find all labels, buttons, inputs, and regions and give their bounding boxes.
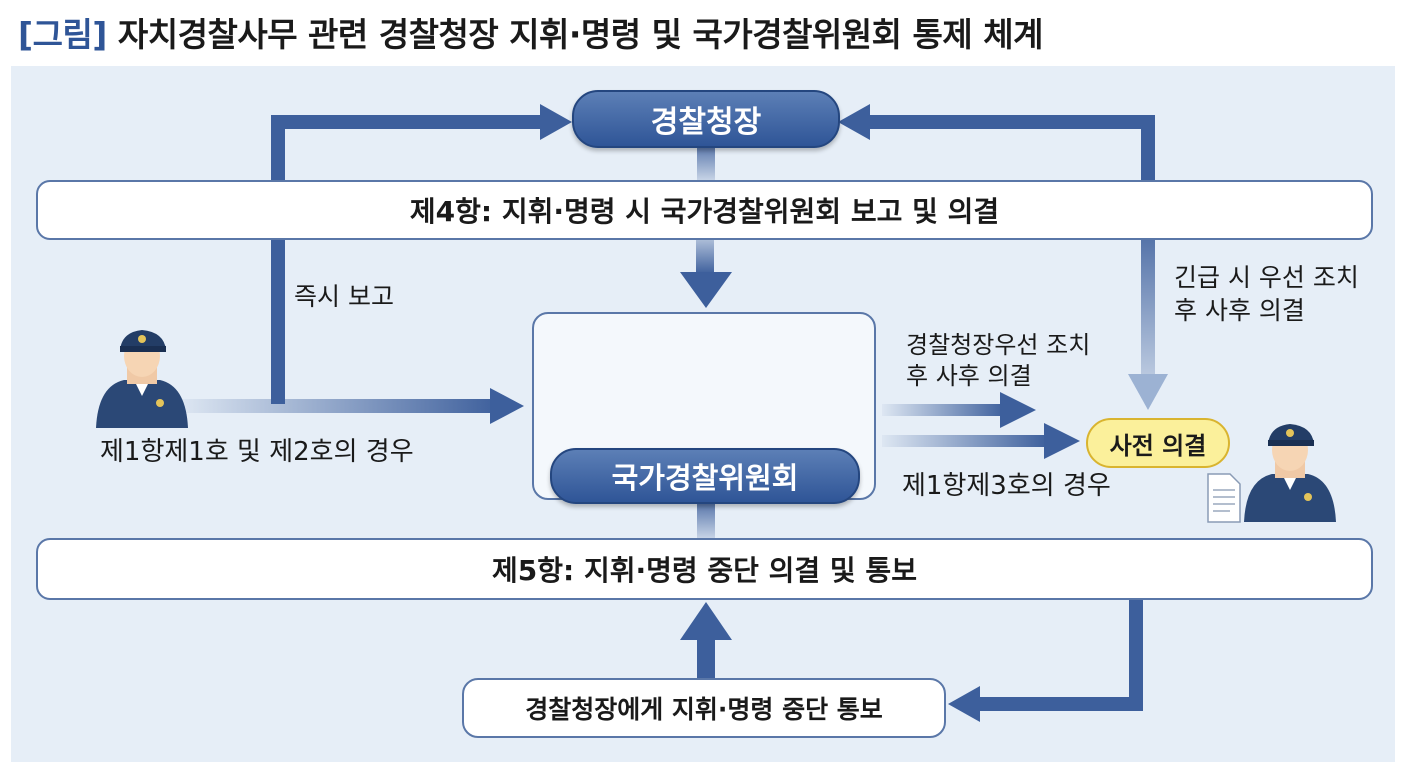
connector-commissioner-stub [697,142,715,182]
arrow-report-to-commissioner [271,104,572,404]
commissioner-first-line1: 경찰청장우선 조치 [906,331,1091,359]
arrow-emergency-to-prior-resolution [1128,240,1168,410]
arrow-council-to-prior-resolution-lower [882,423,1080,459]
figure-label: [그림] [18,15,107,54]
commissioner-node[interactable]: 경찰청장 [572,90,840,148]
para5-bar: 제5항: 지휘·명령 중단 의결 및 통보 [36,538,1373,600]
arrow-bar4-to-council [680,240,732,308]
emergency-label-line2: 후 사후 의결 [1174,295,1305,325]
police-officer-right-icon [1244,424,1336,522]
emergency-label: 긴급 시 우선 조치 후 사후 의결 [1174,262,1359,327]
figure-title-text: 자치경찰사무 관련 경찰청장 지휘·명령 및 국가경찰위원회 통제 체계 [117,15,1044,54]
police-officer-left-icon [96,330,188,428]
emergency-label-line1: 긴급 시 우선 조치 [1174,263,1359,292]
para4-bar: 제4항: 지휘·명령 시 국가경찰위원회 보고 및 의결 [36,180,1373,240]
commissioner-first-line2: 후 사후 의결 [906,362,1032,391]
case-3-label: 제1항제3호의 경우 [902,471,1111,501]
notify-commissioner-box[interactable]: 경찰청장에게 지휘·명령 중단 통보 [462,678,946,738]
connector-council-stub [697,500,715,540]
commissioner-first-label: 경찰청장우선 조치 후 사후 의결 [906,330,1090,392]
arrow-council-to-prior-resolution-upper [882,392,1036,428]
arrow-officer-to-council [180,388,524,424]
arrow-bar5-to-notify [948,600,1143,722]
national-council-node[interactable]: 국가경찰위원회 [550,448,860,504]
arrow-notify-to-bar5 [680,602,732,680]
figure-title: [그림] 자치경찰사무 관련 경찰청장 지휘·명령 및 국가경찰위원회 통제 체… [18,8,1043,56]
prior-resolution-node[interactable]: 사전 의결 [1086,418,1230,468]
arrow-emergency-to-commissioner [838,104,1155,180]
document-icon [1207,473,1241,523]
case-1-2-label: 제1항제1호 및 제2호의 경우 [100,437,414,467]
immediate-report-label: 즉시 보고 [294,282,394,311]
